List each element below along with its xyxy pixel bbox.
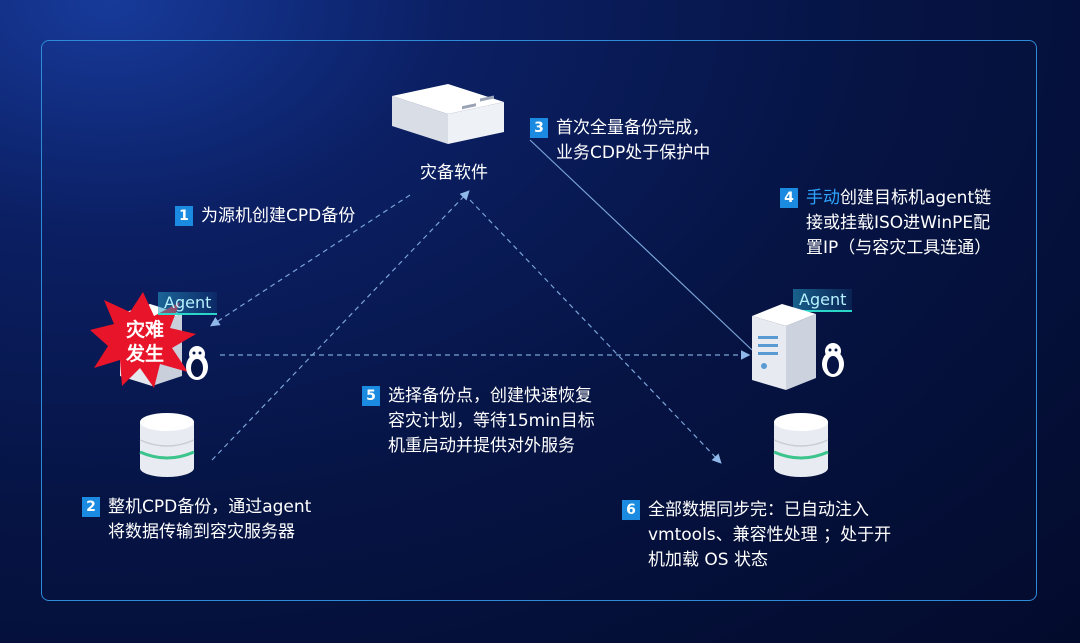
source-agent-badge: Agent	[158, 292, 218, 315]
disaster-text: 灾难发生	[126, 319, 165, 365]
target-server-icon	[748, 302, 820, 392]
step-number: 1	[175, 206, 193, 226]
step-number: 6	[622, 500, 640, 520]
step-number: 4	[780, 188, 798, 208]
linux-penguin-icon	[182, 345, 212, 381]
step-number: 2	[82, 497, 100, 517]
arrow-software-to-target-storage	[469, 199, 722, 464]
disaster-burst-icon	[88, 290, 198, 390]
diagram-frame	[41, 40, 1037, 601]
backup-appliance-icon	[388, 78, 508, 148]
arrow-backup-to-software	[211, 190, 470, 461]
target-agent-badge: Agent	[793, 289, 853, 312]
arrow-software-to-source	[209, 194, 411, 327]
step-number: 3	[530, 118, 548, 138]
linux-penguin-icon	[818, 342, 848, 378]
source-storage-icon	[138, 412, 196, 478]
software-label: 灾备软件	[420, 163, 488, 183]
line-software-to-target	[529, 139, 753, 351]
manual-highlight: 手动	[806, 188, 840, 208]
step-number: 5	[362, 386, 380, 406]
target-storage-icon	[772, 412, 830, 478]
